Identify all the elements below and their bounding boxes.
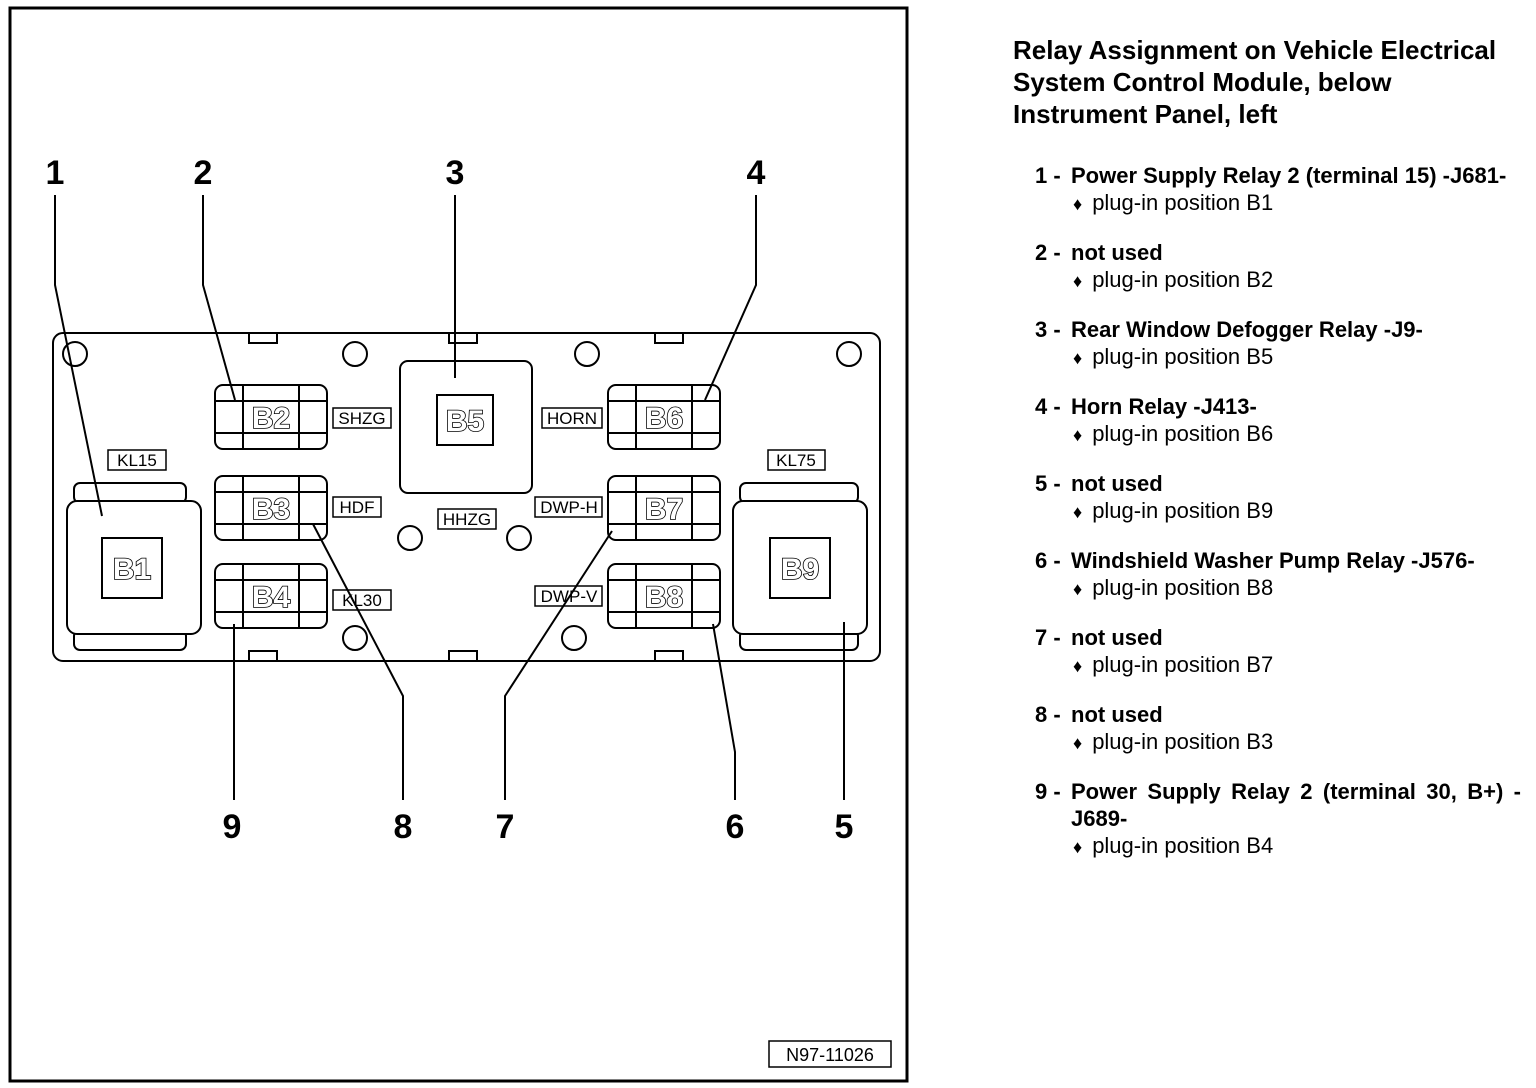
legend-item-name: Horn Relay -J413- (1071, 394, 1257, 419)
label-kl75: KL75 (776, 451, 816, 470)
leader-lines (54, 195, 845, 800)
legend-item-detail: plug-in position B8 (1092, 575, 1274, 600)
legend-item-name: not used (1071, 625, 1163, 650)
legend-item-detail-row: ♦ plug-in position B7 (1073, 651, 1521, 680)
legend-list: 1 - Power Supply Relay 2 (terminal 15) -J… (1013, 162, 1521, 861)
legend-item-detail: plug-in position B6 (1092, 421, 1274, 446)
legend-item-detail-row: ♦ plug-in position B5 (1073, 343, 1521, 372)
callout-4: 4 (747, 154, 766, 192)
legend-title: Relay Assignment on Vehicle Electrical S… (1013, 35, 1497, 129)
legend-item-detail: plug-in position B5 (1092, 344, 1274, 369)
relay-socket-b2 (214, 384, 328, 450)
legend-item-detail-row: ♦ plug-in position B3 (1073, 728, 1521, 757)
relay-socket-b3 (214, 475, 328, 541)
legend-item-number: 6 - (1035, 548, 1061, 573)
legend-item-number: 3 - (1035, 317, 1061, 342)
figure-id-box (768, 1040, 892, 1068)
relay-socket-b7 (607, 475, 721, 541)
legend-item-name: not used (1071, 471, 1163, 496)
position-b2: B2 (252, 402, 290, 435)
legend-item-number: 5 - (1035, 471, 1061, 496)
legend-item: 8 - not used ♦ plug-in position B3 (1013, 701, 1521, 757)
bullet-diamond-icon: ♦ (1073, 579, 1083, 599)
legend-item: 9 - Power Supply Relay 2 (terminal 30, B+… (1013, 778, 1521, 861)
legend-item-name: not used (1071, 702, 1163, 727)
legend-item-number: 1 - (1035, 163, 1061, 188)
legend-item-detail: plug-in position B7 (1092, 652, 1274, 677)
legend-item: 4 - Horn Relay -J413- ♦ plug-in position B6 (1013, 393, 1521, 449)
legend-item-detail-row: ♦ plug-in position B9 (1073, 497, 1521, 526)
legend-item-detail-row: ♦ plug-in position B1 (1073, 189, 1521, 218)
position-b9: B9 (781, 553, 819, 586)
position-b4: B4 (252, 581, 291, 614)
legend-item: 6 - Windshield Washer Pump Relay -J576- ♦ p… (1013, 547, 1521, 603)
legend-item-number: 9 - (1035, 779, 1061, 804)
callout-5: 5 (835, 808, 854, 846)
figure-frame (8, 6, 909, 1083)
label-horn: HORN (547, 409, 597, 428)
bullet-diamond-icon: ♦ (1073, 837, 1083, 857)
legend-item: 7 - not used ♦ plug-in position B7 (1013, 624, 1521, 680)
legend-item-number: 4 - (1035, 394, 1061, 419)
bullet-diamond-icon: ♦ (1073, 656, 1083, 676)
relay-socket-b1 (66, 482, 202, 651)
callout-1: 1 (46, 154, 65, 192)
relay-panel-diagram: B1 B2 B3 B4 B5 B6 B7 B8 B9 KL15 KL75 SHZ… (8, 6, 909, 1083)
relay-socket-b5 (399, 360, 533, 494)
relay-socket-b6 (607, 384, 721, 450)
legend-item: 5 - not used ♦ plug-in position B9 (1013, 470, 1521, 526)
position-b3: B3 (252, 493, 290, 526)
control-module-body (52, 332, 881, 662)
label-kl30: KL30 (342, 591, 382, 610)
legend-item-number: 8 - (1035, 702, 1061, 727)
callout-3: 3 (446, 154, 465, 192)
label-hhzg: HHZG (443, 510, 491, 529)
callout-8: 8 (394, 808, 413, 846)
legend-item: 2 - not used ♦ plug-in position B2 (1013, 239, 1521, 295)
position-b5: B5 (446, 405, 484, 438)
legend-item-detail: plug-in position B1 (1092, 190, 1274, 215)
legend-item-number: 7 - (1035, 625, 1061, 650)
callout-2: 2 (194, 154, 213, 192)
legend-item-detail: plug-in position B4 (1092, 833, 1274, 858)
bullet-diamond-icon: ♦ (1073, 733, 1083, 753)
legend-item: 3 - Rear Window Defogger Relay -J9- ♦ plug-… (1013, 316, 1521, 372)
label-kl15: KL15 (117, 451, 157, 470)
label-dwp-h: DWP-H (540, 498, 598, 517)
bullet-diamond-icon: ♦ (1073, 425, 1083, 445)
relay-socket-b4 (214, 563, 328, 629)
legend-item-detail: plug-in position B2 (1092, 267, 1274, 292)
legend-item-number: 2 - (1035, 240, 1061, 265)
callout-6: 6 (726, 808, 745, 846)
position-b6: B6 (645, 402, 683, 435)
legend-item-detail-row: ♦ plug-in position B6 (1073, 420, 1521, 449)
legend: Relay Assignment on Vehicle Electrical S… (1013, 34, 1521, 882)
relay-socket-b9 (732, 482, 868, 651)
legend-item-name: Power Supply Relay 2 (terminal 15) -J681… (1071, 163, 1507, 188)
bullet-diamond-icon: ♦ (1073, 271, 1083, 291)
callout-7: 7 (496, 808, 515, 846)
position-b8: B8 (645, 581, 683, 614)
legend-item-name: Rear Window Defogger Relay -J9- (1071, 317, 1423, 342)
legend-item-name: not used (1071, 240, 1163, 265)
legend-item: 1 - Power Supply Relay 2 (terminal 15) -J… (1013, 162, 1521, 218)
legend-item-name: Power Supply Relay 2 (terminal 30, B+) -… (1071, 779, 1521, 831)
bullet-diamond-icon: ♦ (1073, 502, 1083, 522)
bullet-diamond-icon: ♦ (1073, 348, 1083, 368)
legend-item-name: Windshield Washer Pump Relay -J576- (1071, 548, 1475, 573)
legend-item-detail: plug-in position B9 (1092, 498, 1274, 523)
position-b7: B7 (645, 493, 683, 526)
callout-9: 9 (223, 808, 242, 846)
legend-item-detail-row: ♦ plug-in position B8 (1073, 574, 1521, 603)
label-shzg: SHZG (338, 409, 385, 428)
figure-id: N97-11026 (786, 1045, 874, 1065)
relay-socket-b8 (607, 563, 721, 629)
legend-item-detail: plug-in position B3 (1092, 729, 1274, 754)
bullet-diamond-icon: ♦ (1073, 194, 1083, 214)
legend-item-detail-row: ♦ plug-in position B2 (1073, 266, 1521, 295)
position-b1: B1 (113, 553, 151, 586)
legend-item-detail-row: ♦ plug-in position B4 (1073, 832, 1521, 861)
label-hdf: HDF (340, 498, 375, 517)
